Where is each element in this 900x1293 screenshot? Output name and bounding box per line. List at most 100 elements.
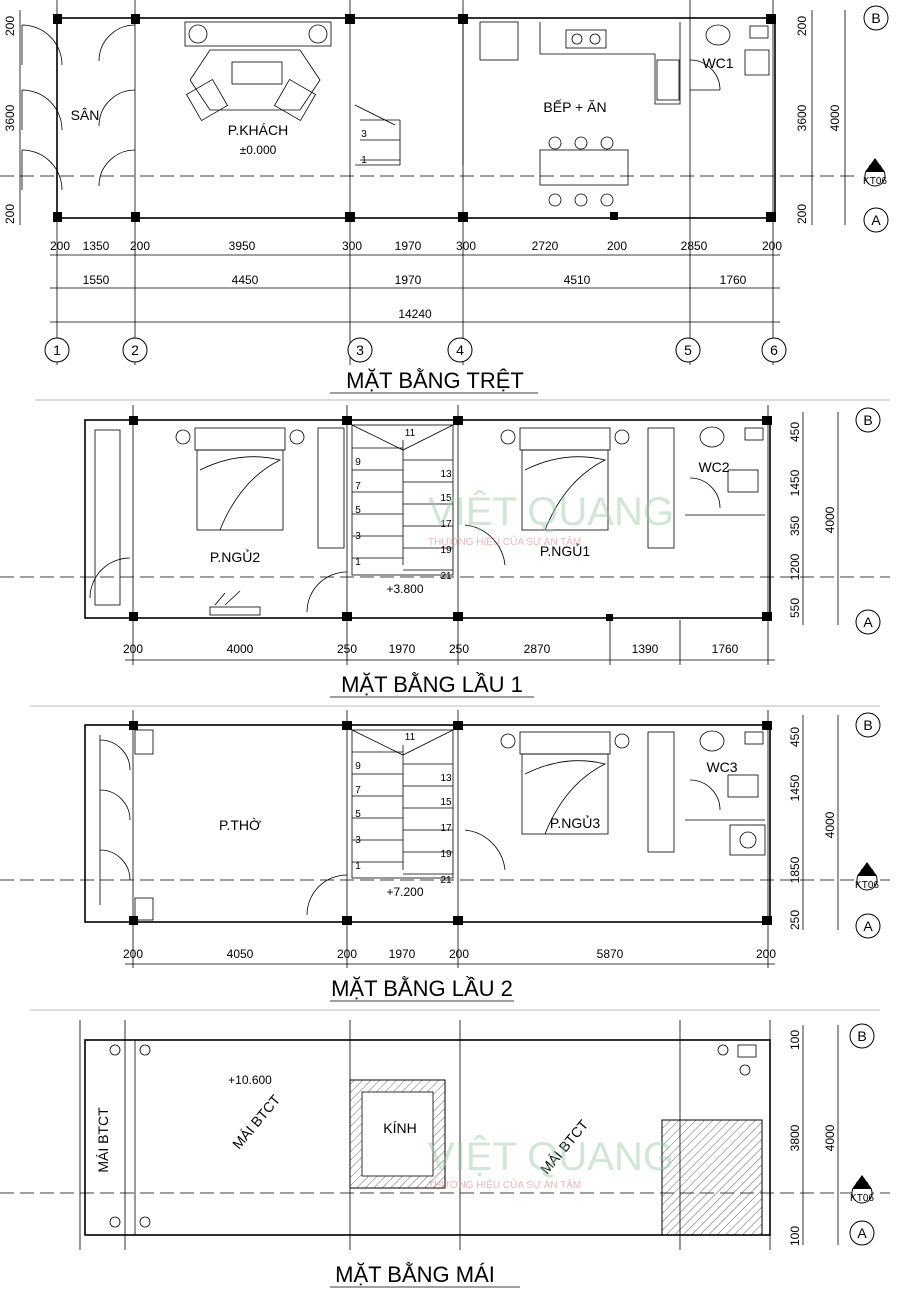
label-plans-ground-side_dims-1: 3600 xyxy=(3,104,17,131)
label-plans-floor2-dims-0: 200 xyxy=(123,947,143,961)
label-watermark-brand: VIỆT QUANG xyxy=(428,1134,674,1179)
label-plans-ground-section_tag-bottom: KT06 xyxy=(863,176,887,187)
plan-title: MẶT BẰNG MÁI xyxy=(335,1262,495,1287)
label-plans-ground-dims_row2-2: 1970 xyxy=(395,273,422,287)
label-plans-floor1-rows-0: B xyxy=(863,412,872,428)
label-plans-floor1-side_total: 4000 xyxy=(823,506,837,533)
label-plans-ground-dims_row1-9: 2850 xyxy=(681,239,708,253)
label-plans-floor1-stairs_right-2: 15 xyxy=(440,493,452,504)
stair-floor2: 9 7 5 3 1 11 13 15 17 19 21 xyxy=(351,729,454,886)
label-plans-ground-dims_row1-4: 300 xyxy=(342,239,362,253)
plan-title: MẶT BẰNG LẦU 1 xyxy=(341,672,523,697)
label-plans-roof-side_total: 4000 xyxy=(823,1124,837,1151)
bed-1 xyxy=(175,427,345,549)
dim-total: 14240 xyxy=(398,307,432,321)
label-plans-ground-side_dims-0: 200 xyxy=(795,16,809,36)
label-plans-floor2-side_dims-3: 250 xyxy=(788,910,802,930)
label-plans-floor2-section_tag-bottom: KT06 xyxy=(855,880,879,891)
plan-title: MẶT BẰNG TRỆT xyxy=(346,368,524,393)
living-furniture xyxy=(184,21,332,122)
label-plans-ground-axes-2: 3 xyxy=(356,342,364,358)
label-plans-roof-labels-roof_left: MÁI BTCT xyxy=(95,1107,111,1173)
label-plans-floor2-stairs_left-0: 9 xyxy=(355,761,361,772)
grid-bubbles: 1 2 3 4 5 6 xyxy=(44,337,787,363)
label-plans-floor2-dims-2: 200 xyxy=(337,947,357,961)
label-plans-ground-dims_row1-7: 2720 xyxy=(532,239,559,253)
plan-floor-1: 9 7 5 3 1 11 13 15 17 19 21 P.NGỦ2 P.NGỦ… xyxy=(0,405,890,707)
label-plans-ground-dims_row1-5: 1970 xyxy=(395,239,422,253)
row-bubble-b: B xyxy=(871,10,880,26)
label-plans-floor1-stairs_right-1: 13 xyxy=(440,469,452,480)
label-plans-roof-side_dims-1: 3800 xyxy=(788,1124,802,1151)
wc3-fixtures xyxy=(685,730,766,856)
label-plans-floor1-dims-5: 2870 xyxy=(524,642,551,656)
label-plans-ground-dims_row2-3: 4510 xyxy=(564,273,591,287)
label-plans-ground-dims_row1-2: 200 xyxy=(130,239,150,253)
label-plans-ground-dims_row2-1: 4450 xyxy=(232,273,259,287)
label-plans-floor2-side_dims-1: 1450 xyxy=(788,774,802,801)
label-plans-floor1-dims-7: 1760 xyxy=(712,642,739,656)
doors-floor1 xyxy=(89,429,721,616)
grid-lines xyxy=(79,1020,771,1250)
side-dims-floor1: 450 1450 350 1200 550 4000 xyxy=(788,412,839,625)
label-plans-ground-dims_row2-4: 1760 xyxy=(720,273,747,287)
room-label-wc1: WC1 xyxy=(702,55,733,71)
level-mark: +10.600 xyxy=(228,1073,272,1087)
label-plans-ground-stairs-0: 1 xyxy=(361,155,367,166)
label-plans-floor2-side_dims-2: 1850 xyxy=(788,856,802,883)
label-plans-floor2-dims-1: 4050 xyxy=(227,947,254,961)
label-plans-floor2-stairs_left-3: 3 xyxy=(355,835,361,846)
kitchen-furniture xyxy=(479,21,681,207)
wc1-fixtures xyxy=(705,24,770,76)
bed-2 xyxy=(500,427,675,549)
label-plans-floor1-stairs_left-2: 5 xyxy=(355,505,361,516)
plan-ground-floor: 3 1 SÂN P.KHÁCH BẾP + ĂN WC1 ±0.000 200 xyxy=(0,0,890,401)
label-plans-floor2-stairs_right-3: 17 xyxy=(440,823,452,834)
gates-and-doors xyxy=(21,18,721,191)
label-plans-floor2-side_total: 4000 xyxy=(823,811,837,838)
label-plans-floor1-stairs_left-4: 1 xyxy=(355,557,361,568)
label-plans-floor2-dims-4: 200 xyxy=(449,947,469,961)
dims-row2: 1550 4450 1970 4510 1760 xyxy=(83,273,747,287)
label-plans-floor2-rooms-altar: P.THỜ xyxy=(219,817,261,833)
label-plans-floor2-rows-1: A xyxy=(863,918,873,934)
label-plans-roof-side_dims-0: 100 xyxy=(788,1030,802,1050)
label-plans-floor2-side_dims-0: 450 xyxy=(788,727,802,747)
plan-title: MẶT BẰNG LẦU 2 xyxy=(331,976,513,1001)
label-plans-floor1-dims-1: 4000 xyxy=(227,642,254,656)
side-dims-roof: 100 3800 100 4000 xyxy=(788,1025,839,1246)
side-dims: 200 3600 200 200 3600 200 4000 xyxy=(3,10,846,225)
grid-lines xyxy=(132,405,769,665)
dims-row1: 200 1350 200 3950 300 1970 300 2720 200 … xyxy=(50,239,782,253)
label-plans-floor2-rooms-wc: WC3 xyxy=(706,759,737,775)
level-mark: ±0.000 xyxy=(240,143,277,157)
label-plans-floor2-rows-0: B xyxy=(863,717,872,733)
label-plans-floor1-side_dims-2: 350 xyxy=(788,516,802,536)
label-plans-floor1-rooms-bed1: P.NGỦ1 xyxy=(540,542,591,559)
side-dims-floor2: 450 1450 1850 250 4000 xyxy=(788,715,839,930)
label-plans-floor1-side_dims-0: 450 xyxy=(788,422,802,442)
label-plans-floor1-dims-4: 250 xyxy=(449,642,469,656)
level-mark: +7.200 xyxy=(386,885,423,899)
label-plans-ground-axes-0: 1 xyxy=(53,342,61,358)
label-plans-ground-stairs-1: 3 xyxy=(361,129,367,140)
label-plans-floor2-stairs_right-1: 13 xyxy=(440,773,452,784)
watermark-logo: VIỆT QUANG THƯƠNG HIỆU CỦA SỰ AN TÂM VIỆ… xyxy=(428,489,674,1191)
outer-walls xyxy=(56,17,776,219)
grid-lines xyxy=(56,0,774,365)
stair-ground: 3 1 xyxy=(354,104,401,166)
label-plans-roof-rows-0: B xyxy=(857,1028,866,1044)
dimension-lines xyxy=(50,254,780,323)
label-plans-ground-dims_row2-0: 1550 xyxy=(83,273,110,287)
label-plans-floor1-rooms-wc: WC2 xyxy=(698,459,729,475)
label-plans-roof-side_dims-2: 100 xyxy=(788,1226,802,1246)
label-plans-ground-dims_row1-0: 200 xyxy=(50,239,70,253)
label-plans-roof-rows-1: A xyxy=(857,1225,867,1241)
label-plans-floor2-stairs_right-5: 21 xyxy=(440,875,452,886)
section-tag: A-A KT06 xyxy=(850,1175,874,1204)
label-plans-floor1-dims-3: 1970 xyxy=(389,642,416,656)
room-label-kitchen: BẾP + ĂN xyxy=(543,99,606,115)
columns xyxy=(53,14,776,222)
label-plans-floor1-side_dims-3: 1200 xyxy=(788,553,802,580)
level-mark: +3.800 xyxy=(386,582,423,596)
